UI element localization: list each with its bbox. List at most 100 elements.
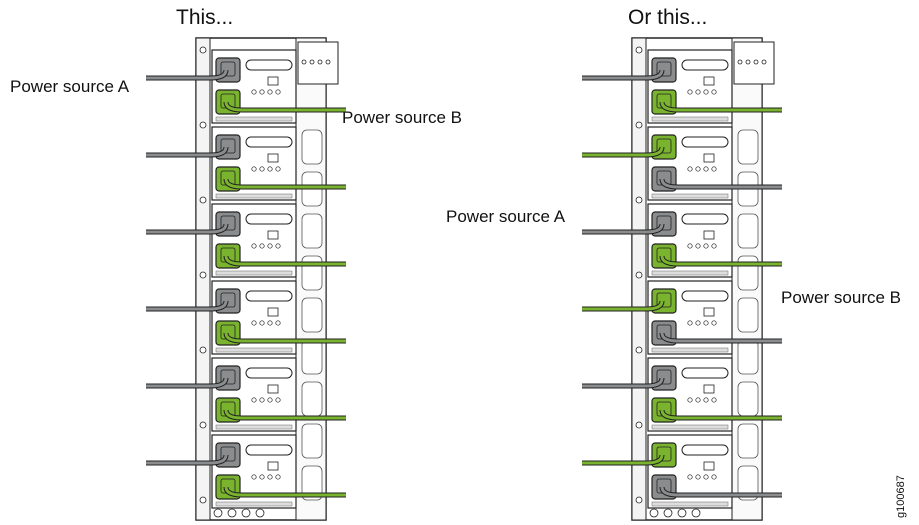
rail-hole xyxy=(199,271,207,279)
psu-handle xyxy=(681,367,729,379)
power-cable-core xyxy=(224,409,346,420)
psu-led xyxy=(251,243,257,249)
psu-led xyxy=(711,243,717,249)
outlet-face xyxy=(220,369,236,385)
vent-slot xyxy=(737,381,759,417)
power-cable-core xyxy=(224,332,346,343)
psu-led xyxy=(695,320,701,326)
psu-led xyxy=(687,397,693,403)
psu-handle xyxy=(681,136,729,148)
psu-switch xyxy=(267,76,279,86)
power-cable-core xyxy=(582,146,664,157)
psu-switch xyxy=(703,384,715,394)
psu-led xyxy=(703,166,709,172)
screw xyxy=(649,508,659,518)
rail-hole xyxy=(635,346,643,354)
rail-hole xyxy=(199,421,207,429)
psu-led xyxy=(267,474,273,480)
vent-slot xyxy=(737,297,759,333)
psu-handle xyxy=(681,59,729,71)
psu-led xyxy=(275,243,281,249)
psu-switch xyxy=(267,153,279,163)
outlet-face xyxy=(656,369,672,385)
psu-led xyxy=(687,89,693,95)
power-cable-core xyxy=(146,300,228,311)
psu-led xyxy=(259,243,265,249)
status-led xyxy=(309,59,315,65)
screw xyxy=(241,508,251,518)
rail-hole xyxy=(199,46,207,54)
psu-led xyxy=(687,320,693,326)
status-led xyxy=(317,59,323,65)
psu-led xyxy=(711,89,717,95)
screw xyxy=(213,508,223,518)
psu-switch xyxy=(267,307,279,317)
psu-led xyxy=(259,474,265,480)
psu-led xyxy=(259,397,265,403)
psu-led xyxy=(267,243,273,249)
psu-handle xyxy=(245,59,293,71)
psu-led xyxy=(267,89,273,95)
vent-slot xyxy=(737,465,759,501)
psu-led xyxy=(251,474,257,480)
psu-led xyxy=(251,89,257,95)
outlet-face xyxy=(220,446,236,462)
psu-handle xyxy=(245,367,293,379)
screw xyxy=(677,508,687,518)
psu-led xyxy=(267,320,273,326)
rail-hole xyxy=(199,346,207,354)
vent-slot xyxy=(737,255,759,291)
psu-led xyxy=(703,474,709,480)
psu-led xyxy=(275,474,281,480)
status-led xyxy=(753,59,759,65)
psu-led xyxy=(687,243,693,249)
psu-led xyxy=(695,243,701,249)
vent-slot xyxy=(737,339,759,375)
power-cable-core xyxy=(660,409,782,420)
power-cable-core xyxy=(146,223,228,234)
outlet-face xyxy=(656,446,672,462)
psu-led xyxy=(711,474,717,480)
vent-slot xyxy=(301,465,323,501)
vent-slot xyxy=(301,255,323,291)
psu-handle xyxy=(245,136,293,148)
psu-led xyxy=(695,474,701,480)
power-cable-core xyxy=(582,69,664,80)
rail-hole xyxy=(635,496,643,504)
psu-led xyxy=(267,397,273,403)
right-title: Or this... xyxy=(628,6,708,29)
psu-switch xyxy=(703,153,715,163)
psu-handle xyxy=(245,444,293,456)
left-title: This... xyxy=(176,6,234,29)
outlet-face xyxy=(220,61,236,77)
psu-led xyxy=(711,397,717,403)
power-cable-core xyxy=(660,255,782,266)
rail-hole xyxy=(635,196,643,204)
left-chassis xyxy=(146,37,346,521)
vent-slot xyxy=(737,423,759,459)
power-cable-core xyxy=(146,69,228,80)
power-cable-core xyxy=(582,300,664,311)
psu-handle xyxy=(681,290,729,302)
psu-grille xyxy=(215,270,293,276)
psu-grille xyxy=(651,116,729,122)
vent-slot xyxy=(301,339,323,375)
psu-handle xyxy=(245,290,293,302)
power-cable-core xyxy=(660,178,782,189)
power-cable-core xyxy=(660,332,782,343)
status-led xyxy=(761,59,767,65)
outlet-face xyxy=(656,292,672,308)
vent-slot xyxy=(737,129,759,165)
vent-slot xyxy=(301,129,323,165)
power-cable-core xyxy=(224,178,346,189)
psu-led xyxy=(275,397,281,403)
psu-grille xyxy=(651,501,729,507)
status-led xyxy=(325,59,331,65)
outlet-face xyxy=(220,215,236,231)
psu-switch xyxy=(267,384,279,394)
screw xyxy=(691,508,701,518)
psu-led xyxy=(703,320,709,326)
psu-led xyxy=(267,166,273,172)
right-label-source-b: Power source B xyxy=(781,288,901,307)
